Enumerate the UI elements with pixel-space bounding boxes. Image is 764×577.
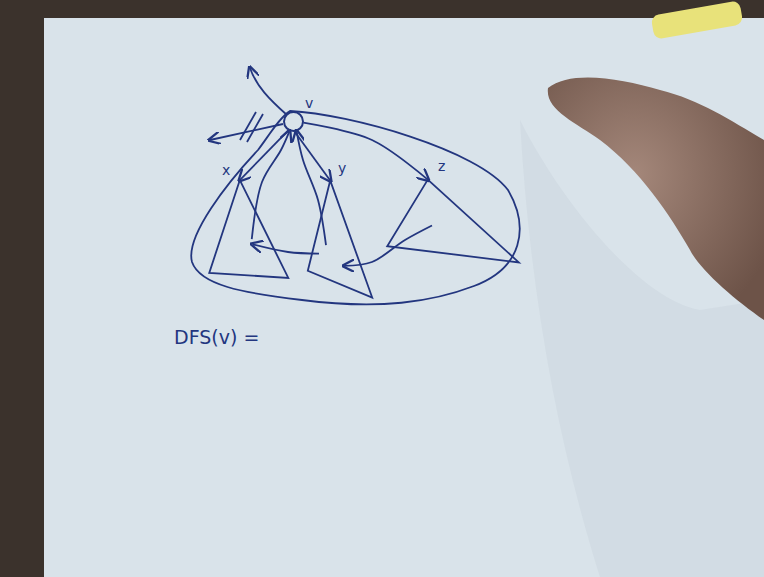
hand <box>548 77 764 320</box>
node-outline <box>305 178 375 300</box>
parent-edge <box>250 68 287 115</box>
dfs-edge <box>253 244 319 253</box>
subtree-outline <box>191 111 519 304</box>
note-text: DFS(v) = <box>174 326 259 348</box>
cross-out-marks <box>240 112 263 142</box>
subtree-triangle: y <box>305 178 375 300</box>
marker-pen <box>651 0 744 39</box>
vertex-label: y <box>338 160 346 176</box>
paper <box>44 18 764 577</box>
vertex-label: v <box>305 95 313 111</box>
dfs-edge <box>303 123 427 180</box>
dfs-edge <box>252 132 290 240</box>
subtree-triangle: z <box>383 176 523 266</box>
node-outline <box>283 111 304 132</box>
dfs-edge <box>295 132 331 181</box>
subtree-triangle: x <box>205 178 290 280</box>
vertex-label: z <box>438 158 445 174</box>
node-outline <box>205 178 290 280</box>
dfs-edge <box>240 130 288 180</box>
start-vertex: v <box>283 111 304 132</box>
node-outline <box>383 176 523 266</box>
vertex-label: x <box>222 162 230 178</box>
removed-edge <box>210 124 283 140</box>
dfs-edge <box>297 132 326 246</box>
